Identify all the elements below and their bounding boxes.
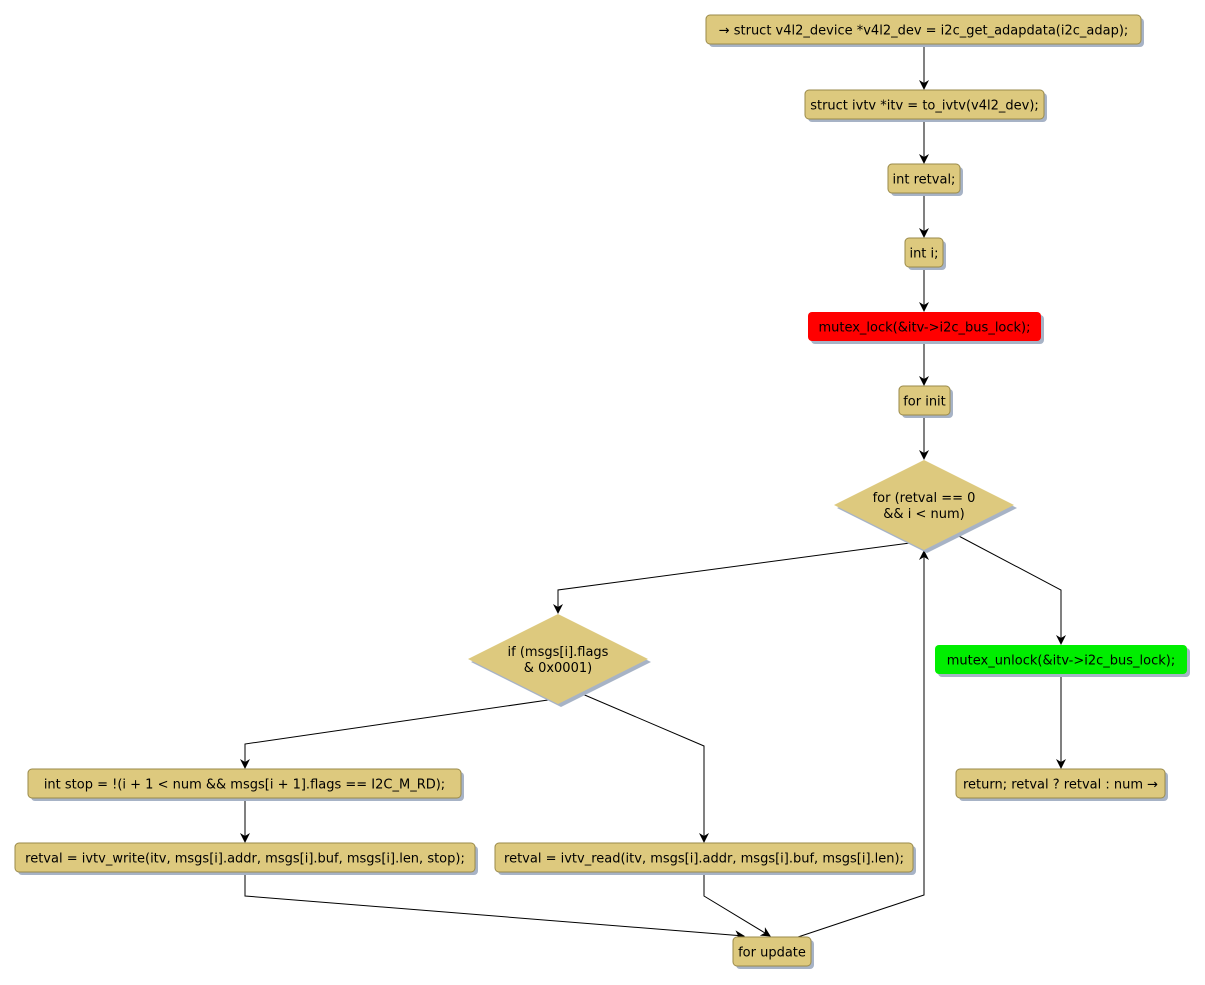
node-label: retval = ivtv_read(itv, msgs[i].addr, ms… xyxy=(504,852,904,867)
node-label: struct ivtv *itv = to_ivtv(v4l2_dev); xyxy=(810,99,1039,114)
statement-box xyxy=(732,936,812,967)
nodes-layer: → struct v4l2_device *v4l2_dev = i2c_get… xyxy=(14,14,1190,969)
statement-box xyxy=(887,163,961,194)
node-label: int retval; xyxy=(893,173,956,188)
statement-node-n10: return; retval ? retval : num → xyxy=(955,768,1168,801)
node-label: && i < num) xyxy=(883,507,964,522)
statement-box xyxy=(27,768,462,799)
statement-box xyxy=(494,842,914,873)
decision-node-n7: for (retval == 0&& i < num) xyxy=(834,460,1017,553)
statement-box xyxy=(804,89,1045,120)
statement-node-n5: mutex_lock(&itv->i2c_bus_lock); xyxy=(808,312,1044,344)
statement-node-n1: → struct v4l2_device *v4l2_dev = i2c_get… xyxy=(705,14,1144,47)
statement-box xyxy=(14,842,476,873)
node-label: mutex_lock(&itv->i2c_bus_lock); xyxy=(818,321,1030,336)
statement-node-n6: for init xyxy=(898,385,953,418)
statement-node-n14: for update xyxy=(732,936,814,969)
statement-box xyxy=(705,14,1142,45)
edge-n13-n14 xyxy=(703,872,771,937)
node-label: & 0x0001) xyxy=(524,661,592,676)
edge-n12-n14 xyxy=(244,872,745,941)
node-label: int stop = !(i + 1 < num && msgs[i + 1].… xyxy=(44,778,445,793)
node-label: mutex_unlock(&itv->i2c_bus_lock); xyxy=(947,654,1176,669)
statement-node-n11: int stop = !(i + 1 < num && msgs[i + 1].… xyxy=(27,768,464,801)
statement-node-n12: retval = ivtv_write(itv, msgs[i].addr, m… xyxy=(14,842,478,875)
edges-layer xyxy=(240,44,1066,941)
statement-box xyxy=(955,768,1166,799)
node-label: for update xyxy=(738,946,806,961)
statement-box xyxy=(808,312,1041,341)
statement-node-n13: retval = ivtv_read(itv, msgs[i].addr, ms… xyxy=(494,842,916,875)
node-label: retval = ivtv_write(itv, msgs[i].addr, m… xyxy=(25,852,465,867)
node-label: return; retval ? retval : num → xyxy=(963,778,1158,793)
edge-n14-n7 xyxy=(797,550,929,938)
decision-shape xyxy=(468,614,648,704)
statement-node-n4: int i; xyxy=(904,237,946,270)
node-label: for (retval == 0 xyxy=(873,491,976,506)
node-label: → struct v4l2_device *v4l2_dev = i2c_get… xyxy=(719,24,1129,39)
edge-n7-n9 xyxy=(954,533,1066,645)
statement-box xyxy=(898,385,951,416)
statement-box xyxy=(935,645,1187,674)
edge-n7-n8 xyxy=(553,542,911,614)
statement-node-n2: struct ivtv *itv = to_ivtv(v4l2_dev); xyxy=(804,89,1047,122)
node-label: if (msgs[i].flags xyxy=(508,645,609,660)
statement-node-n3: int retval; xyxy=(887,163,963,196)
node-label: for init xyxy=(903,395,946,410)
decision-node-n8: if (msgs[i].flags& 0x0001) xyxy=(468,614,651,707)
decision-shape xyxy=(834,460,1014,550)
edge-n8-n11 xyxy=(240,699,549,769)
statement-node-n9: mutex_unlock(&itv->i2c_bus_lock); xyxy=(935,645,1190,677)
statement-box xyxy=(904,237,944,268)
edge-n8-n13 xyxy=(579,692,709,843)
node-label: int i; xyxy=(909,247,938,262)
